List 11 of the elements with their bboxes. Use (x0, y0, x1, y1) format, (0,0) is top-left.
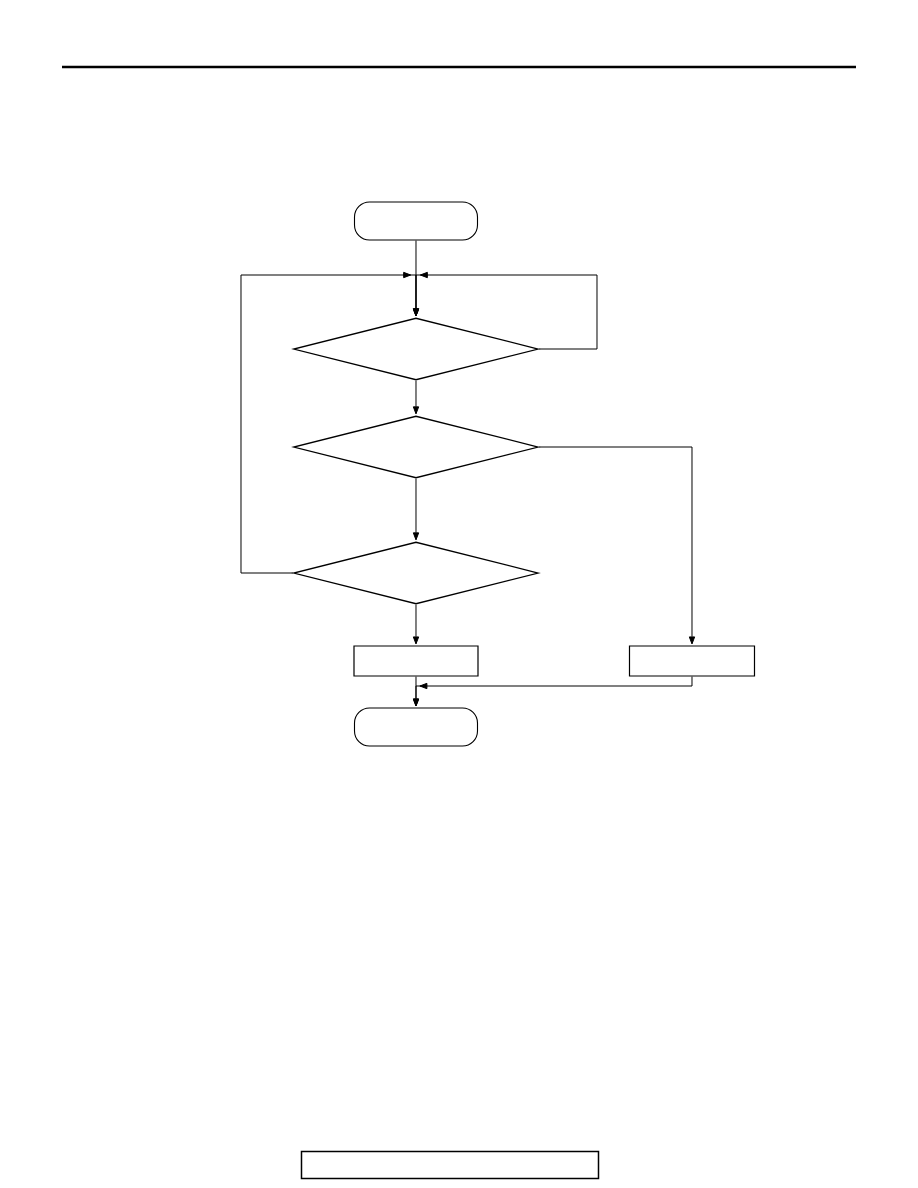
arrow (412, 380, 420, 415)
process-box (353, 645, 479, 677)
arrow (412, 604, 420, 645)
arrow (240, 271, 420, 574)
terminal-box (353, 201, 479, 241)
arrow (412, 478, 420, 541)
process-box (628, 645, 756, 677)
arrow (538, 446, 696, 645)
arrow (412, 676, 693, 707)
terminal-box (353, 707, 479, 747)
footer-box (300, 1150, 600, 1180)
